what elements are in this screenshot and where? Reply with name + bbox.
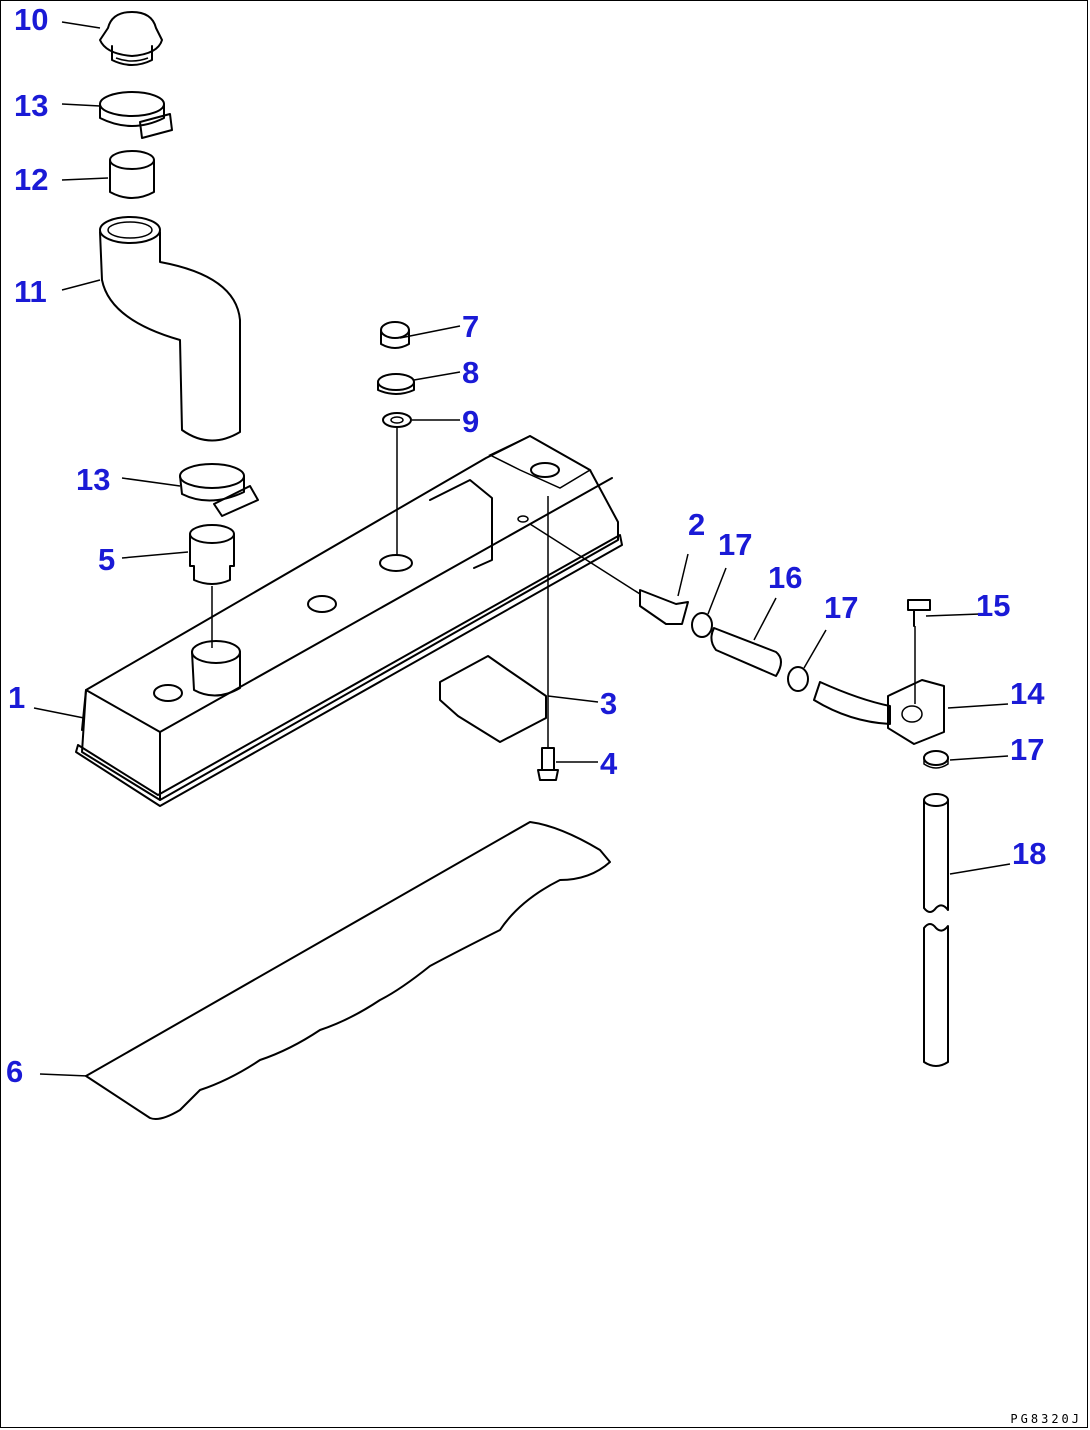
callout-2: 2 [688,507,705,542]
callout-9: 9 [462,404,479,439]
hose-clamp-lower [179,463,259,517]
callout-3: 3 [600,686,617,721]
washer [377,373,415,395]
callout-6: 6 [6,1054,23,1089]
callout-18: 18 [1012,836,1046,871]
callout-16: 16 [768,560,802,595]
long-hose [923,793,949,1067]
pipe-bolt [907,599,931,704]
bracket [439,655,547,743]
filler-cap [99,11,163,66]
callout-17-third: 17 [1010,732,1044,767]
callout-13-upper: 13 [14,88,48,123]
bent-hose [99,216,241,442]
callout-15: 15 [976,588,1010,623]
callout-12: 12 [14,162,48,197]
callout-17-first: 17 [718,527,752,562]
head-cover [75,435,623,807]
leader-lines [33,21,1011,1077]
callout-13-lower: 13 [76,462,110,497]
breather-hose-short [710,627,782,677]
callout-11: 11 [14,274,47,309]
callout-14: 14 [1010,676,1045,711]
callout-8: 8 [462,355,479,390]
callout-17-second: 17 [824,590,858,625]
gasket [85,821,611,1120]
bolt [537,496,559,781]
callout-10: 10 [14,2,48,37]
nipple [529,523,689,625]
callout-5: 5 [98,542,115,577]
seal-ring [382,412,412,555]
callout-labels: 10 13 12 11 13 5 1 7 8 9 3 4 2 17 16 17 … [6,2,1046,1089]
hose-clip-1 [691,612,713,638]
cap-nut [380,321,410,349]
breather-sleeve [189,524,235,648]
breather-pipe [813,679,945,745]
callout-4: 4 [600,746,618,781]
callout-1: 1 [8,680,25,715]
hose-clip-2 [787,666,809,692]
drawing-code: PG8320J [1010,1412,1082,1426]
sleeve [109,150,155,199]
hose-clamp-upper [99,91,173,139]
callout-7: 7 [462,309,479,344]
hose-clip-3 [923,750,949,769]
